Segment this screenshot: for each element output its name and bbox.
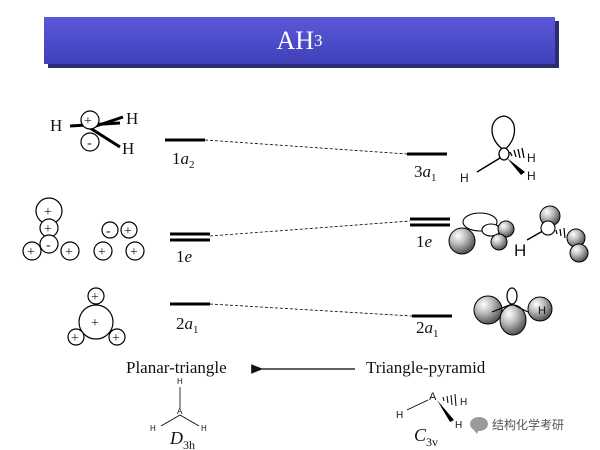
svg-text:H: H — [527, 151, 536, 165]
point-group-left: D3h — [169, 428, 195, 450]
geometry-right-label: Triangle-pyramid — [366, 358, 486, 377]
level-right-3a1: 3a1 — [407, 152, 447, 184]
svg-text:H: H — [396, 410, 403, 421]
svg-text:A: A — [429, 391, 437, 403]
svg-text:H: H — [538, 305, 546, 317]
pyramid-structure-small: A H H H — [396, 391, 467, 431]
pyramid-2a1-orbital: H — [473, 287, 553, 336]
planar-1e-signs: + + - + + - + + + — [27, 205, 138, 260]
chat-bubble-icon — [470, 417, 488, 434]
svg-text:-: - — [106, 224, 111, 239]
svg-text:H: H — [455, 420, 462, 431]
svg-text:2a1: 2a1 — [416, 318, 439, 340]
planar-1e-orbitals-sketch — [22, 197, 145, 261]
svg-text:H: H — [201, 424, 207, 433]
pyramid-3a1-sketch: H H H — [460, 115, 536, 185]
svg-text:+: + — [98, 245, 106, 260]
planar-2a1-orbital-sketch — [67, 287, 126, 346]
svg-text:+: + — [112, 331, 120, 346]
svg-text:H: H — [527, 169, 536, 183]
svg-text:H: H — [50, 116, 62, 135]
svg-text:+: + — [65, 245, 73, 260]
svg-text:1e: 1e — [416, 232, 433, 251]
planar-2a1-signs: + + + + — [71, 290, 120, 346]
svg-text:+: + — [84, 114, 92, 129]
level-left-1a2: 1a2 — [165, 138, 205, 171]
level-right-2a1: 2a1 — [412, 314, 452, 340]
svg-text:1a2: 1a2 — [172, 149, 195, 171]
svg-text:-: - — [46, 238, 51, 253]
correlation-lines — [204, 139, 413, 317]
svg-text:H: H — [460, 397, 467, 408]
svg-text:1e: 1e — [176, 247, 193, 266]
correlation-line-1e-1e — [209, 220, 411, 237]
svg-text:-: - — [87, 136, 92, 151]
title-main: AH — [276, 25, 315, 55]
svg-text:3a1: 3a1 — [414, 162, 437, 184]
svg-text:+: + — [91, 316, 99, 331]
watermark: 结构化学考研 — [470, 413, 564, 435]
svg-text:2a1: 2a1 — [176, 314, 199, 336]
svg-text:+: + — [44, 205, 52, 220]
svg-text:+: + — [91, 290, 99, 305]
level-left-2a1: 2a1 — [170, 302, 210, 336]
pyramid-1e-orbital-b: H — [514, 205, 589, 263]
planar-ah3-1a2-sketch: + - H H H — [50, 109, 138, 158]
correlation-line-2a1-2a1 — [209, 303, 413, 317]
svg-text:H: H — [122, 139, 134, 158]
planar-structure-small: H A H H — [150, 377, 207, 433]
svg-text:A: A — [177, 407, 183, 416]
pyramid-1e-orbital-a — [448, 212, 515, 255]
svg-text:+: + — [27, 245, 35, 260]
title-sub: 3 — [314, 30, 323, 50]
svg-text:H: H — [126, 109, 138, 128]
point-group-right: C3v — [414, 425, 438, 449]
correlation-line-1a2-3a1 — [204, 139, 408, 155]
geometry-left-label: Planar-triangle — [126, 358, 227, 377]
svg-text:H: H — [150, 424, 156, 433]
svg-text:H: H — [514, 241, 526, 260]
svg-text:+: + — [71, 331, 79, 346]
level-right-1e: 1e — [410, 217, 450, 251]
svg-text:+: + — [130, 245, 138, 260]
level-left-1e: 1e — [170, 232, 210, 266]
svg-text:+: + — [44, 222, 52, 237]
svg-text:H: H — [177, 377, 183, 386]
svg-text:H: H — [460, 171, 469, 185]
watermark-text: 结构化学考研 — [492, 417, 565, 432]
svg-text:+: + — [124, 224, 132, 239]
